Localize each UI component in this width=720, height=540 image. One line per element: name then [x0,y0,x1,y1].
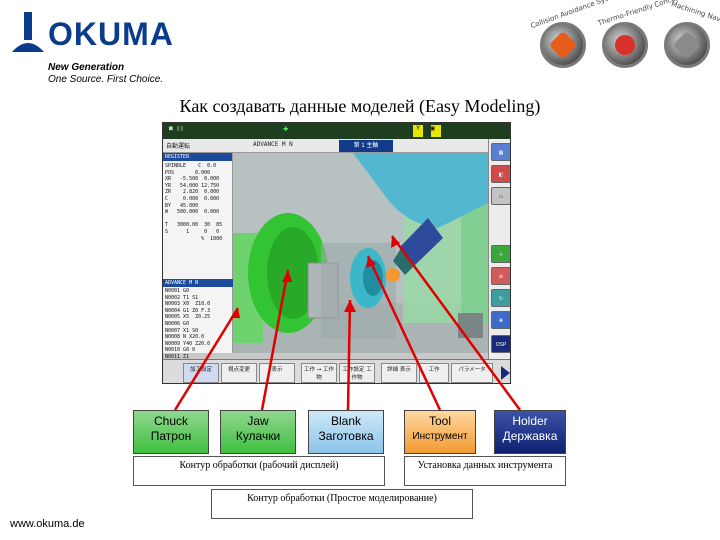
softkey-5[interactable]: 工作設定 工作物 [339,363,375,383]
tagline-line2: One Source. First Choice. [48,74,164,85]
collision-avoidance-badge-icon [540,22,586,68]
softkey-6[interactable]: 詳細 表示 [381,363,417,383]
callout-chuck: Chuck Патрон [133,410,209,454]
callout-blank: Blank Заготовка [308,410,384,454]
softkey-1[interactable]: 加工設定 [183,363,219,383]
program-label: ADVANCE M N [253,141,293,148]
softkey-2[interactable]: 視点変更 [221,363,257,383]
callout-holder-ru: Державка [502,429,558,443]
cnc-screen: ■ ▯▯ ✚ Y ▣ 自動運転 ADVANCE M N 第 1 主軸 REGIS… [162,122,511,384]
note-tool-data: Установка данных инструмента [404,456,566,486]
register-values: SPINDLE C 0.0 POS 0.000 XR -5.500 0.000 … [165,163,223,242]
page-title: Как создавать данные моделей (Easy Model… [179,96,541,116]
callout-chuck-ru: Патрон [150,429,192,443]
softkey-bar: 加工設定 視点変更 表示 工作 → 工作物 工作設定 工作物 詳細 表示 工作 … [163,359,510,383]
y-axis-indicator: Y [413,125,423,137]
okuma-logo-mark-icon [12,12,44,52]
footer-url[interactable]: www.okuma.de [10,518,85,530]
tab-spindle-1[interactable]: 第 1 主軸 [339,140,393,152]
mode-bar: 自動運転 ADVANCE M N 第 1 主軸 [163,139,488,153]
osp-icon[interactable]: OSP [491,335,510,353]
cutting-tool [386,268,400,282]
softkey-next-arrow-icon[interactable] [501,366,510,380]
callout-jaw-en: Jaw [247,414,269,428]
lock-icon: ▣ [431,125,441,137]
register-header: REGISTER [163,153,232,161]
thermo-friendly-badge-icon [602,22,648,68]
badge-label-3: Machining Navi [670,0,720,25]
callout-tool-ru: Инструмент [412,431,468,442]
tagline-line1: New Generation [48,62,125,73]
brand-tagline: New Generation One Source. First Choice. [48,62,163,86]
callout-jaw-ru: Кулачки [235,429,281,443]
side-toolbar: ▦ ◧ ▭ ＋ ⊘ ↻ ✥ OSP [488,139,510,359]
pan-icon[interactable]: ✥ [491,311,510,329]
view-front-icon[interactable]: ▦ [491,143,510,161]
move-icon: ✚ [283,124,289,134]
view-side-icon[interactable]: ◧ [491,165,510,183]
softkey-3[interactable]: 表示 [259,363,295,383]
machining-navi-badge-icon [664,22,710,68]
no-entry-icon[interactable]: ⊘ [491,267,510,285]
callout-holder-en: Holder [512,414,548,428]
note-simple-contour: Контур обработки (Простое моделирование) [211,489,473,519]
softkey-4[interactable]: 工作 → 工作物 [301,363,337,383]
feature-badges: Collision Avoidance System Thermo-Friend… [520,0,720,80]
callout-chuck-en: Chuck [153,414,188,428]
softkey-8[interactable]: パラメータ [451,363,493,383]
mode-label: 自動運転 [166,143,191,150]
brand-name: OKUMA [48,16,174,52]
callout-tool-en: Tool [428,414,451,428]
status-bar: ■ ▯▯ ✚ Y ▣ [163,123,510,139]
callout-holder: Holder Державка [494,410,566,454]
rotate-icon[interactable]: ↻ [491,289,510,307]
callout-jaw: Jaw Кулачки [220,410,296,454]
program-header: ADVANCE M N [163,279,233,287]
register-panel: REGISTER SPINDLE C 0.0 POS 0.000 XR -5.5… [163,153,233,367]
callout-blank-en: Blank [330,414,362,428]
tool-spindle [353,153,488,228]
program-listing: N0001 G0 N0002 T1 S1 N0003 X0 Z10.0 N000… [165,288,211,367]
machine-3d-view[interactable] [233,153,488,353]
zoom-in-icon[interactable]: ＋ [491,245,510,263]
callout-blank-ru: Заготовка [318,429,374,443]
view-top-icon[interactable]: ▭ [491,187,510,205]
softkey-7[interactable]: 工作 [419,363,449,383]
note-work-contour: Контур обработки (рабочий дисплей) [133,456,385,486]
callout-tool: Tool Инструмент [404,410,476,454]
okuma-logo: OKUMA [10,8,200,58]
